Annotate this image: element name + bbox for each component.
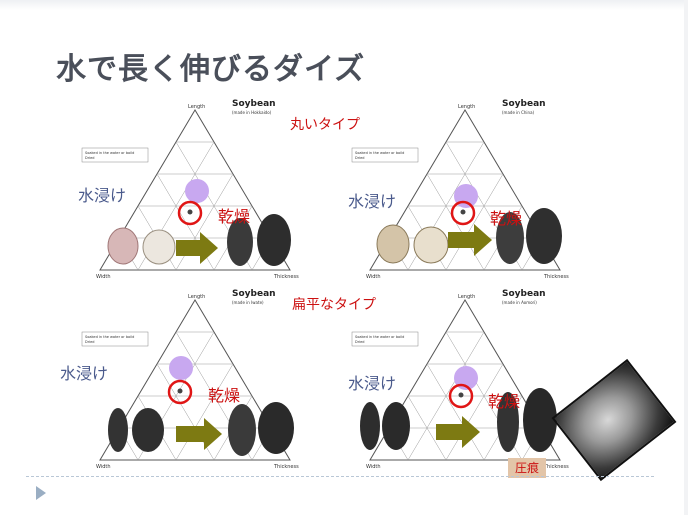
soybean-soaked-1 [360,402,380,450]
ternary-chart: Length Soybean (made in China) Width Thi… [351,99,569,280]
legend-soaked: Soaked in the water or boild [355,151,404,155]
footer-divider [26,476,654,477]
arrow [448,224,492,256]
origin-label: (made in Aomori) [502,300,537,305]
soybean-soaked-1 [107,227,139,265]
triangle-grid [369,109,561,271]
origin-label: (made in Iwate) [232,300,264,305]
soybean-soaked-1 [108,408,128,452]
chart-panel-top-left: Length Soybean (made in Hokkaido) Width … [80,99,310,280]
soybean-soaked-2 [413,226,449,264]
type-label-flat: 扁平なタイプ [292,297,376,313]
soybean-dried-2 [258,402,294,454]
legend-soaked: Soaked in the water or boild [85,335,134,339]
soaked-marker [169,356,193,380]
width-label: Width [366,464,381,470]
soybean-dried-1 [227,218,253,266]
length-label: Length [458,104,475,110]
soybean-soaked-1 [376,224,410,264]
soybean-dried-2 [257,214,291,266]
soybean-dried-2 [523,388,557,452]
soybean-soaked-2 [382,402,410,450]
thickness-label: Thickness [543,464,569,470]
soybean-dried-1 [496,212,524,264]
next-slide-arrow-icon[interactable] [36,486,46,500]
water-label-top-left: 水浸け [78,186,127,205]
soybean-soaked-2 [132,408,164,452]
legend-dried: Dried [355,156,364,160]
width-label: Width [96,464,111,470]
dry-label-bottom-left: 乾燥 [208,386,241,405]
brand-label: Soybean [232,99,276,109]
legend-soaked: Soaked in the water or boild [85,151,134,155]
dry-label-bottom-right: 乾燥 [488,392,521,411]
type-label-round: 丸いタイプ [290,117,360,133]
ternary-chart: Length Soybean (made in Hokkaido) Width … [81,99,299,280]
dried-marker-ring [177,200,203,226]
dried-marker-dot [458,392,464,398]
legend-box [81,147,149,163]
dried-marker-ring [450,200,476,226]
soaked-marker [185,179,209,203]
dried-marker-ring [448,383,474,409]
legend-box [351,147,419,163]
length-label: Length [188,294,205,300]
slide-title: 水で長く伸びるダイズ [56,52,366,87]
impression-label: 圧痕 [508,458,546,478]
brand-label: Soybean [502,99,546,109]
slide-top-bar [0,0,688,10]
dried-marker-dot [187,209,193,215]
chart-panel-top-right: Length Soybean (made in China) Width Thi… [350,99,580,280]
thickness-label: Thickness [543,274,569,280]
soybean-dried-2 [526,208,562,264]
legend-box [351,331,419,347]
width-label: Width [96,274,111,280]
legend-dried: Dried [85,340,94,344]
ternary-chart: Length Soybean (made in Iwate) Width Thi… [81,289,299,470]
dry-label-top-left: 乾燥 [218,207,251,226]
brand-label: Soybean [232,289,276,299]
soybean-dried-1 [228,404,256,456]
brand-label: Soybean [502,289,546,299]
dried-marker-dot [460,209,466,215]
length-label: Length [458,294,475,300]
width-label: Width [366,274,381,280]
soybean-soaked-2 [142,229,176,265]
legend-dried: Dried [85,156,94,160]
water-label-bottom-right: 水浸け [348,374,397,393]
chart-panel-bottom-right: Length Soybean (made in Aomori) Width Th… [350,289,580,470]
water-label-top-right: 水浸け [348,192,397,211]
arrow [436,416,480,448]
thickness-label: Thickness [273,274,299,280]
dried-marker-dot [177,388,183,394]
soybean-dried-1 [497,392,519,452]
length-label: Length [188,104,205,110]
arrow [176,232,218,264]
thickness-label: Thickness [273,464,299,470]
arrow [176,418,222,450]
legend-dried: Dried [355,340,364,344]
slide-right-edge [684,0,688,515]
legend-box [81,331,149,347]
chart-panel-bottom-left: Length Soybean (made in Iwate) Width Thi… [80,289,310,470]
ternary-chart: Length Soybean (made in Aomori) Width Th… [351,289,569,470]
dry-label-top-right: 乾燥 [490,209,523,228]
origin-label: (made in Hokkaido) [232,110,272,115]
origin-label: (made in China) [502,110,535,115]
legend-soaked: Soaked in the water or boild [355,335,404,339]
water-label-bottom-left: 水浸け [60,364,109,383]
dried-marker-ring [167,379,193,405]
